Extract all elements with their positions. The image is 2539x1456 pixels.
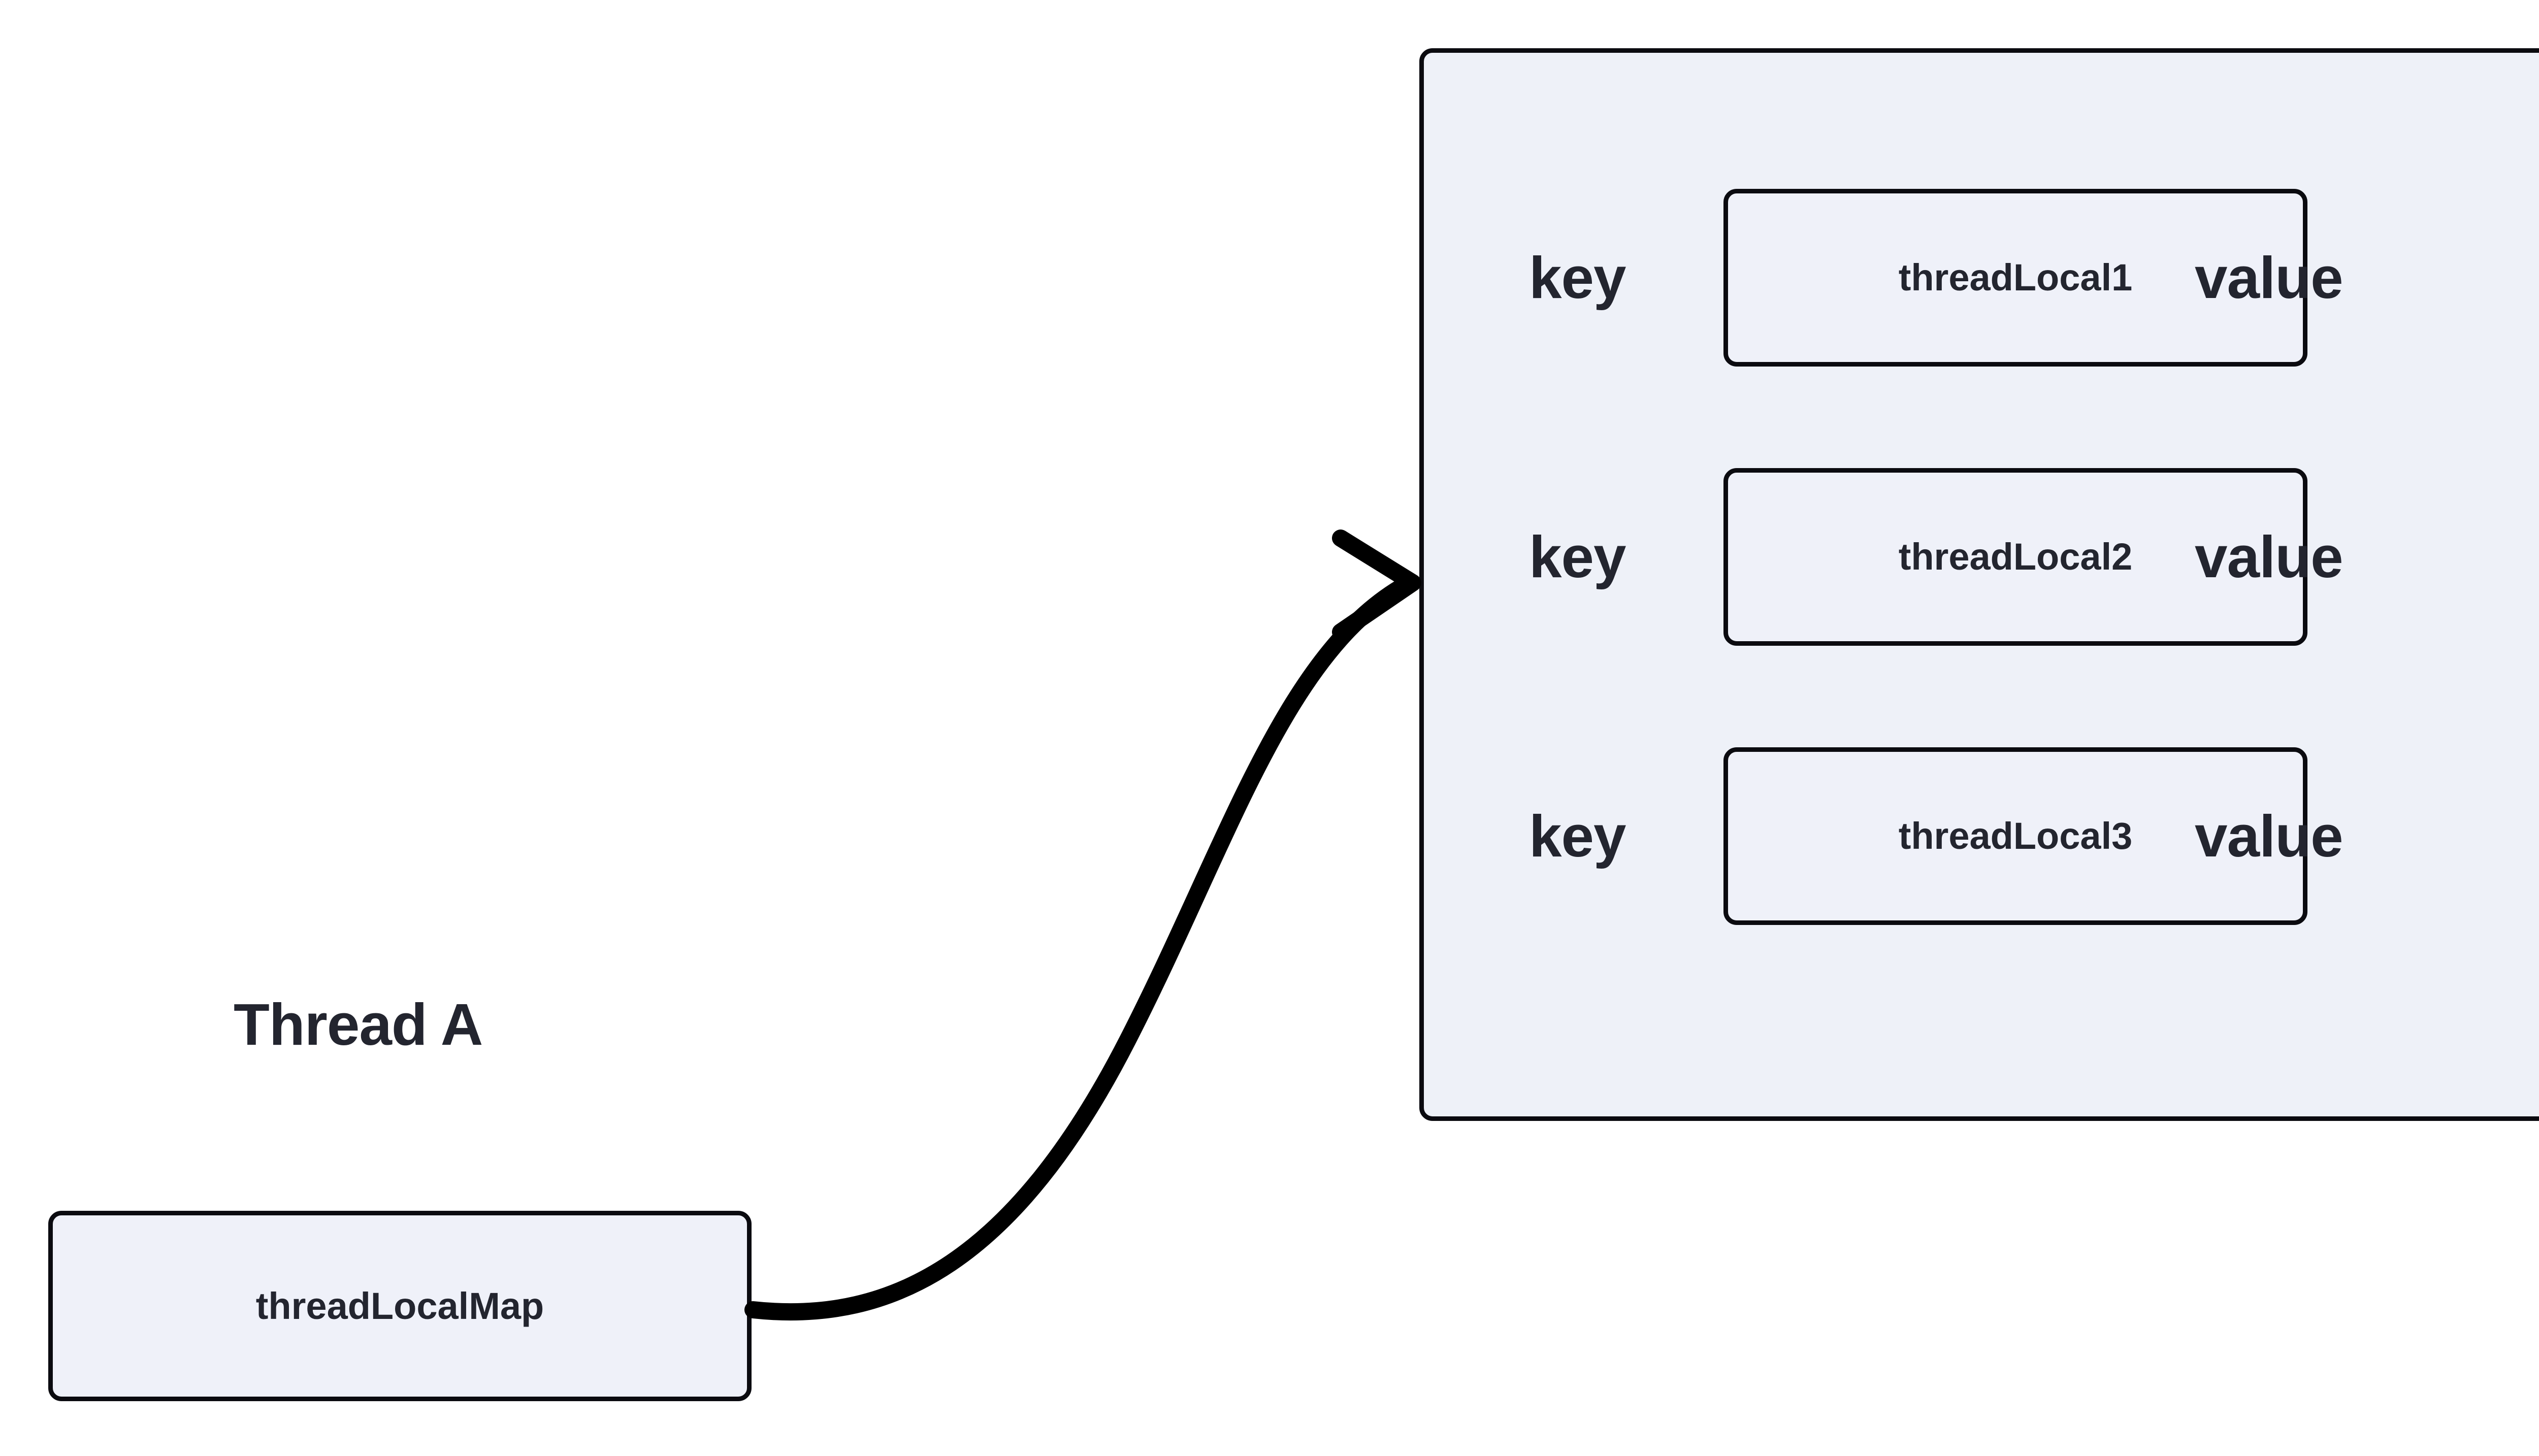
key-column-label: key <box>1529 524 1626 590</box>
key-column-label: key <box>1529 245 1626 311</box>
threadlocalmap-entries-panel: key threadLocal1 value value1 key thread… <box>1419 48 2539 1121</box>
value-column-label: value <box>2195 524 2343 590</box>
key-box-label: threadLocal1 <box>1898 256 2133 299</box>
threadlocalmap-node[interactable]: threadLocalMap <box>48 1211 752 1401</box>
value-column-label: value <box>2195 245 2343 311</box>
entry-row: key threadLocal3 value value3 <box>1424 747 2539 925</box>
key-column-label: key <box>1529 803 1626 869</box>
key-box[interactable]: threadLocal3 <box>1723 747 2307 925</box>
key-box-label: threadLocal3 <box>1898 815 2133 857</box>
curved-arrow-right-icon <box>1332 530 1421 641</box>
key-box[interactable]: threadLocal1 <box>1723 189 2307 367</box>
key-box-label: threadLocal2 <box>1898 536 2133 578</box>
key-box[interactable]: threadLocal2 <box>1723 468 2307 646</box>
entry-row: key threadLocal1 value value1 <box>1424 189 2539 367</box>
value-column-label: value <box>2195 803 2343 869</box>
entry-row: key threadLocal2 value value2 <box>1424 468 2539 646</box>
thread-title: Thread A <box>234 991 483 1057</box>
threadlocalmap-node-label: threadLocalMap <box>255 1284 544 1327</box>
curved-arrow-shaft <box>744 574 1418 1321</box>
